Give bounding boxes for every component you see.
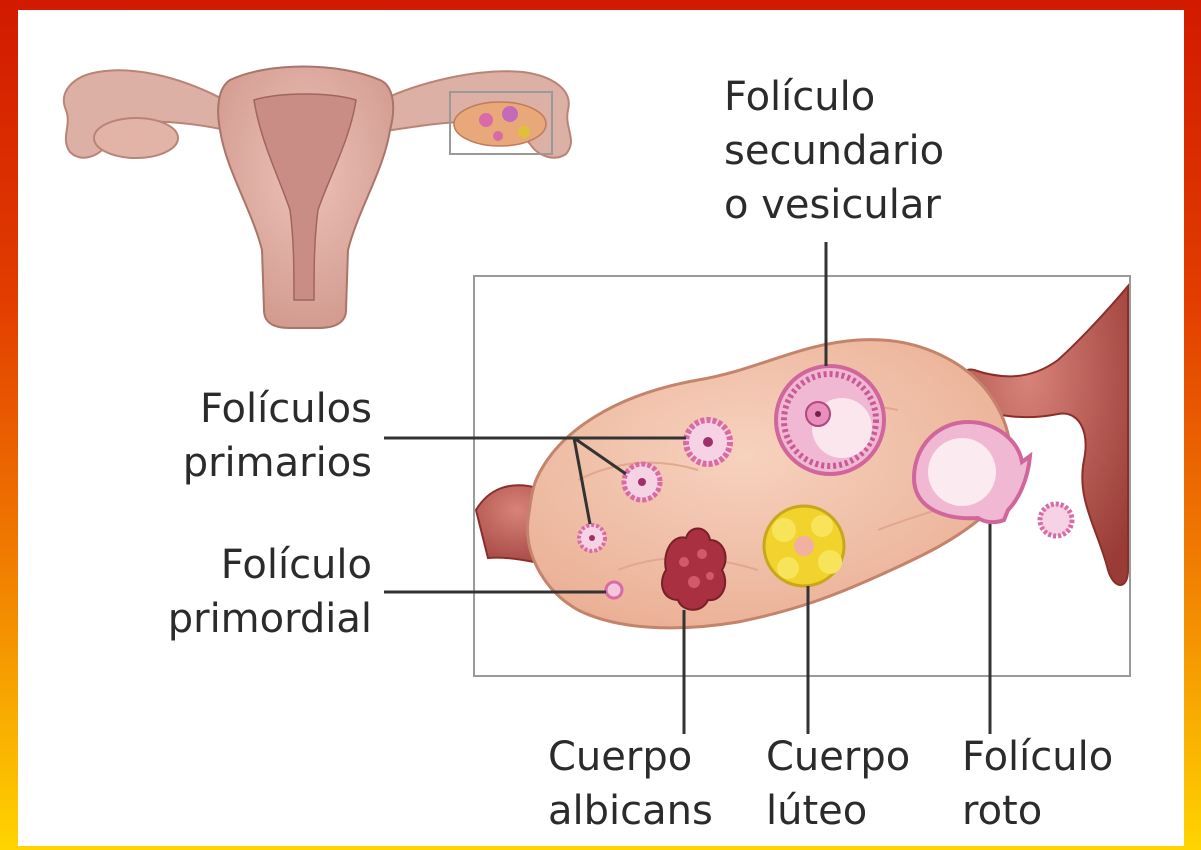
label-line: Folículo [962,730,1113,784]
inset-follicle [502,106,518,122]
label-foliculo-primordial: Folículo primordial [118,538,372,646]
label-line: Cuerpo [766,730,910,784]
inset-follicle [518,126,530,138]
label-cuerpo-albicans: Cuerpo albicans [548,730,713,838]
inset-follicle [479,113,493,127]
label-line: albicans [548,784,713,838]
label-line: Folículo [724,70,944,124]
label-cuerpo-luteo: Cuerpo lúteo [766,730,910,838]
inset-follicle [493,131,503,141]
label-foliculo-roto: Folículo roto [962,730,1113,838]
corpus-luteum [764,506,844,586]
label-line: primarios [138,436,372,490]
label-foliculos-primarios: Folículos primarios [138,382,372,490]
primary-follicle [624,464,660,500]
secondary-follicle [776,366,884,474]
label-line: lúteo [766,784,910,838]
label-line: secundario [724,124,944,178]
label-line: Folículo [118,538,372,592]
label-line: Folículos [138,382,372,436]
label-foliculo-secundario: Folículo secundario o vesicular [724,70,944,232]
primordial-follicle [606,582,622,598]
primary-follicle [579,525,605,551]
primary-follicle [686,420,730,464]
label-line: Cuerpo [548,730,713,784]
label-line: primordial [118,592,372,646]
diagram-canvas: Folículo secundario o vesicular Folículo… [18,10,1184,846]
uterus-left-ovary [94,118,178,158]
label-line: o vesicular [724,178,944,232]
label-line: roto [962,784,1113,838]
